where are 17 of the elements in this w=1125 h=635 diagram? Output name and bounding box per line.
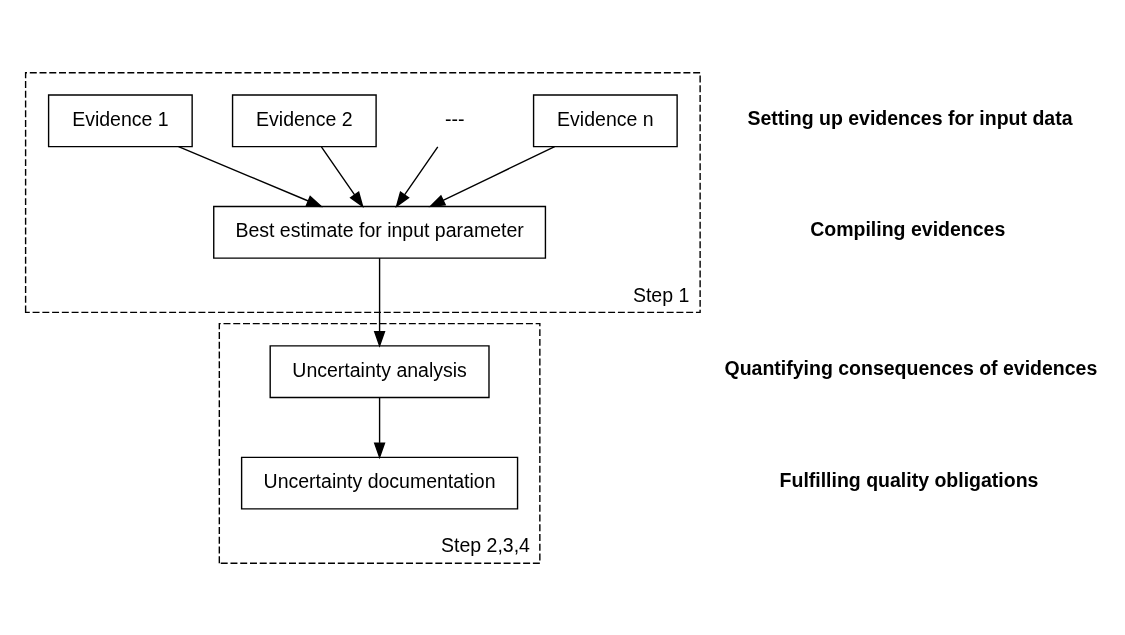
node-text: --- [445,107,465,130]
arrow [320,145,364,208]
label: Fulfilling quality obligations [779,468,1039,491]
label: Quantifying consequences of evidences [724,356,1098,379]
node-box: Evidence n [532,93,678,147]
arrow [373,396,386,459]
arrow [177,145,324,207]
label: Setting up evidences for input data [747,106,1073,129]
node-box: Evidence 1 [47,93,193,147]
arrow [428,145,556,207]
node-box: Best estimate for input parameter [213,205,547,259]
arrow [395,145,439,208]
label: Compiling evidences [810,217,1006,240]
node-box: Uncertainty documentation [240,456,519,510]
node-box: Evidence 2 [231,93,377,147]
node-box: Uncertainty analysis [269,344,490,398]
arrow [373,256,386,348]
